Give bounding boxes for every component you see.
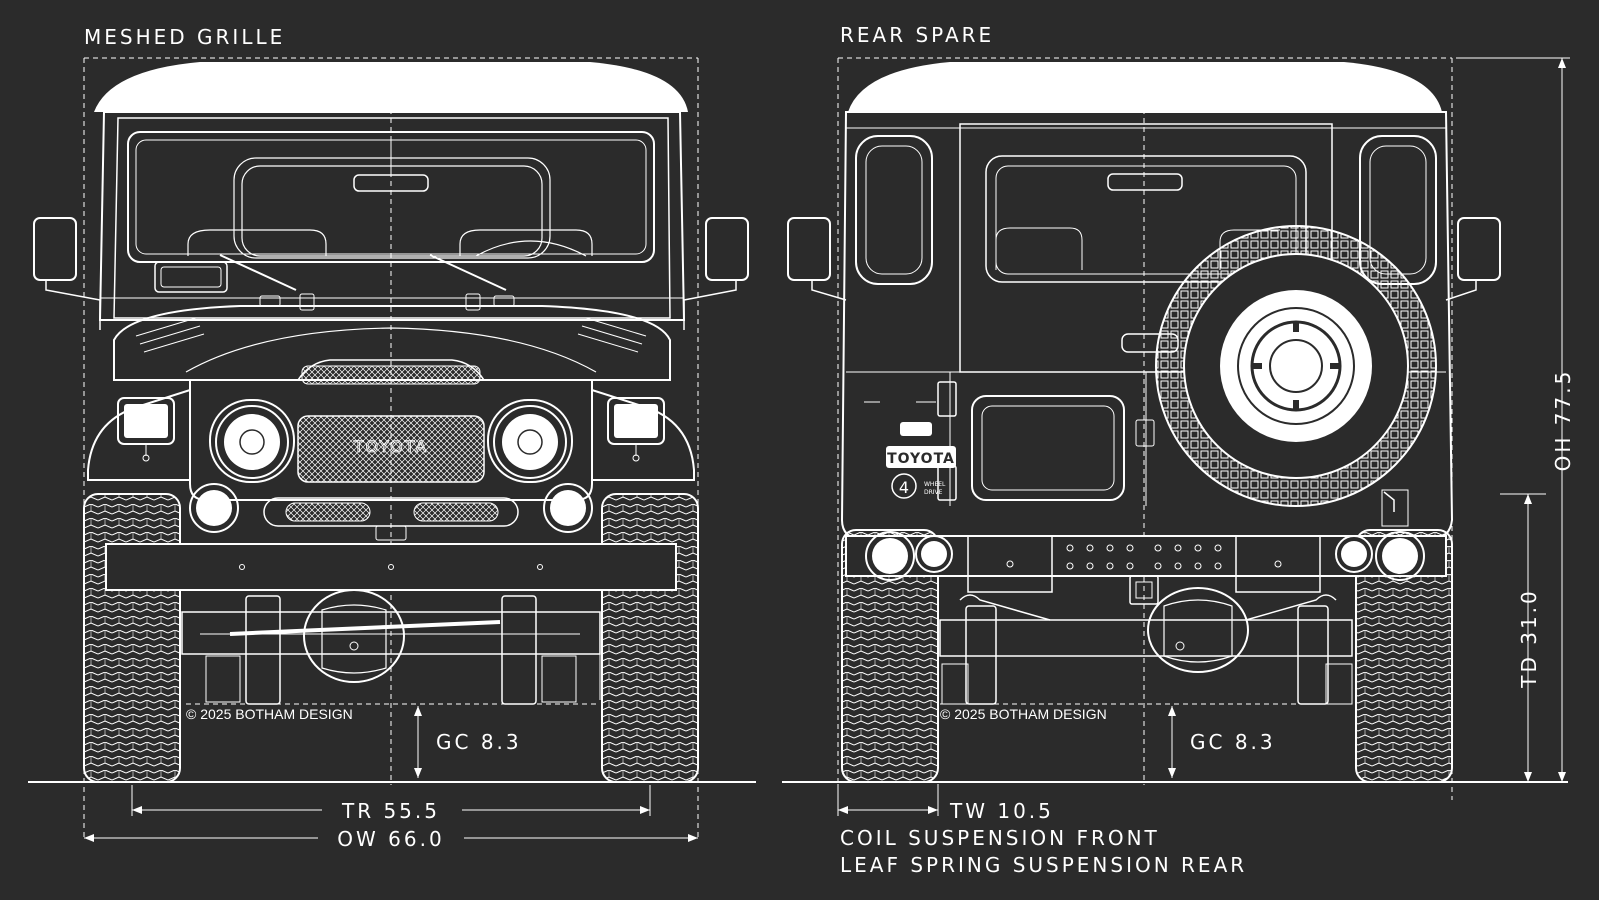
badge-4wd-number: 4 xyxy=(899,478,909,497)
rear-view-title: REAR SPARE xyxy=(840,23,994,47)
rear-roof xyxy=(848,62,1442,112)
front-left-headlight xyxy=(209,399,295,483)
badge-4wd-line1: WHEEL xyxy=(924,481,946,488)
front-tr-label: TR 55.5 xyxy=(341,799,440,823)
rear-copyright: © 2025 BOTHAM DESIGN xyxy=(940,706,1107,722)
front-axle xyxy=(179,589,601,705)
front-cab-outline xyxy=(98,111,686,321)
front-right-fog-light xyxy=(543,483,593,533)
front-view-title: MESHED GRILLE xyxy=(84,25,285,49)
rear-oh-label: OH 77.5 xyxy=(1551,369,1575,472)
front-left-fog-light xyxy=(189,483,239,533)
rear-view-drawing: REAR SPARE xyxy=(782,23,1575,877)
rear-tw-label: TW 10.5 xyxy=(949,799,1054,823)
front-left-tire xyxy=(83,493,181,783)
front-roof xyxy=(94,62,688,112)
front-view-drawing: MESHED GRILLE xyxy=(28,25,756,851)
rear-access-panel xyxy=(971,395,1125,501)
rear-hitch xyxy=(1129,575,1159,605)
rear-spare-tire xyxy=(1155,225,1437,512)
front-right-tire xyxy=(601,493,699,783)
rear-window xyxy=(985,155,1307,283)
suspension-front-note: COIL SUSPENSION FRONT xyxy=(840,826,1160,850)
front-ow-label: OW 66.0 xyxy=(337,827,444,851)
front-right-headlight xyxy=(487,399,573,483)
front-right-mirror xyxy=(705,217,749,281)
rear-badge-text: TOYOTA xyxy=(887,451,955,467)
badge-4wd-line2: DRIVE xyxy=(924,489,943,496)
rear-td-label: TD 31.0 xyxy=(1517,588,1541,689)
front-grille-badge: TOYOTA xyxy=(353,437,428,456)
rear-gc-label: GC 8.3 xyxy=(1190,730,1276,754)
front-hood xyxy=(113,305,671,381)
rear-bumper-bolts xyxy=(1066,544,1222,570)
rear-left-mirror xyxy=(787,217,831,281)
front-grille-mesh xyxy=(297,415,485,483)
rear-toyota-badge xyxy=(886,446,956,468)
front-left-mirror xyxy=(33,217,77,281)
front-left-turn-signal xyxy=(117,397,175,462)
rear-right-tail-lights xyxy=(1335,531,1425,581)
front-right-turn-signal xyxy=(607,397,665,462)
front-windshield xyxy=(127,131,655,263)
rear-axle xyxy=(939,587,1353,705)
front-bumper xyxy=(105,543,677,591)
front-copyright: © 2025 BOTHAM DESIGN xyxy=(186,706,353,722)
rear-left-tail-lights xyxy=(865,531,953,581)
rear-right-mirror xyxy=(1457,217,1501,281)
front-gc-label: GC 8.3 xyxy=(436,730,522,754)
suspension-rear-note: LEAF SPRING SUSPENSION REAR xyxy=(840,853,1247,877)
rear-4wd-badge: 4 WHEEL DRIVE xyxy=(891,473,946,499)
